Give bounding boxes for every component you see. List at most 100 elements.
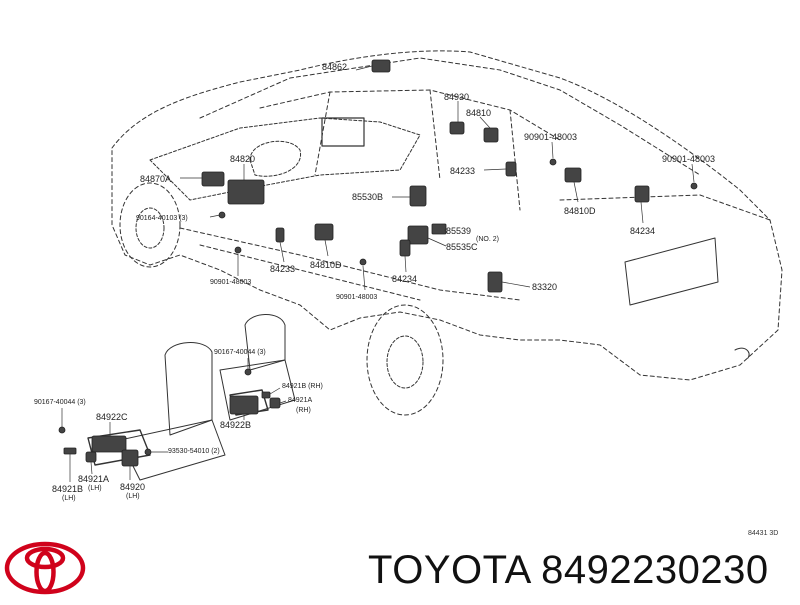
- label-84930: 84930: [444, 92, 470, 102]
- label-84233-r: 84233: [450, 166, 476, 176]
- toyota-logo-icon: [4, 541, 86, 595]
- label-84810D-l: 84810D: [310, 260, 342, 270]
- component-84233-r: [505, 161, 517, 177]
- screw-93530: [144, 448, 152, 456]
- label-90901-b: 90901-48003: [662, 154, 716, 164]
- leader-90901-a: [551, 141, 554, 159]
- screw-90167-b: [58, 426, 66, 434]
- component-84810D-r: [564, 167, 582, 183]
- front-wheel: [119, 182, 181, 268]
- component-84920: [121, 449, 139, 467]
- label-90901-a: 90901-48003: [524, 132, 578, 142]
- floor-line: [199, 244, 421, 301]
- screw-90167-a: [244, 368, 252, 376]
- leader-84234-r: [640, 201, 644, 224]
- label-84862: 84862: [322, 62, 348, 72]
- steering-wheel: [249, 140, 301, 177]
- roof-line: [199, 57, 701, 176]
- label-84234-r: 84234: [630, 226, 656, 236]
- component-84921B-rh: [261, 391, 271, 399]
- label-84921A-rh-side: (RH): [296, 407, 311, 414]
- rear-seat-cushion: [219, 359, 296, 421]
- label-90164: 90164-40103 (3): [136, 215, 188, 222]
- screw-90901-b: [690, 182, 698, 190]
- component-84921A-rh: [269, 397, 281, 409]
- leader-84862: [355, 65, 373, 71]
- component-84930: [449, 121, 465, 135]
- component-84233-l: [275, 227, 285, 243]
- leader-90901-d: [362, 265, 366, 291]
- leader-84233-l: [279, 241, 285, 263]
- rocker-panel: [179, 227, 521, 301]
- rear-seat-back: [244, 314, 286, 371]
- brand-part-number: TOYOTA 8492230230: [368, 548, 769, 592]
- leader-84810-top: [479, 116, 491, 129]
- label-84920-side: (LH): [126, 493, 140, 500]
- component-84810D-l: [314, 223, 334, 241]
- label-93530: 93530-54010 (2): [168, 448, 220, 455]
- label-84921A-lh: 84921A: [78, 474, 110, 484]
- leader-84921A-lh: [90, 461, 93, 475]
- component-84922B: [229, 395, 259, 415]
- label-83320: 83320: [532, 282, 558, 292]
- label-84921B-lh: 84921B: [52, 484, 84, 494]
- leader-84233-r: [483, 168, 507, 171]
- label-84810D-r: 84810D: [564, 206, 596, 216]
- diagram-code: 84431 3D: [748, 530, 779, 537]
- trunk-lid: [559, 194, 771, 221]
- label-84921A-rh: 84921A: [288, 397, 313, 404]
- leader-84234-l: [404, 255, 407, 273]
- component-84870A: [201, 171, 225, 187]
- leader-84810D-l: [324, 239, 329, 257]
- label-84921A-lh-side: (LH): [88, 485, 102, 492]
- rear-wheel: [366, 304, 444, 416]
- component-84862: [371, 59, 391, 73]
- leader-84921A-rh: [279, 400, 287, 404]
- screw-90901-c: [234, 246, 242, 254]
- component-84234-l: [399, 239, 411, 257]
- component-84921A-lh: [85, 451, 97, 463]
- screw-90901-a: [549, 158, 557, 166]
- component-85530B: [409, 185, 427, 207]
- label-90167-a: 90167-40044 (3): [214, 349, 266, 356]
- component-85535C: [407, 225, 429, 245]
- label-84234-l: 84234: [392, 274, 418, 284]
- rear-wheel-hub: [386, 335, 424, 389]
- label-85535C: 85535C: [446, 242, 478, 252]
- dashboard: [149, 117, 421, 201]
- component-84820: [227, 179, 265, 205]
- leader-84810D-r: [573, 181, 579, 203]
- label-84233-l: 84233: [270, 264, 296, 274]
- label-84810-top: 84810: [466, 108, 492, 118]
- component-83320: [487, 271, 503, 293]
- label-85539: 85539: [446, 226, 472, 236]
- window-line: [259, 89, 561, 141]
- label-84922C: 84922C: [96, 412, 128, 422]
- leader-90164: [209, 214, 221, 218]
- component-84922C: [91, 435, 127, 453]
- car-body-outline: [111, 50, 783, 381]
- label-85539-no: (NO. 2): [476, 236, 499, 243]
- leader-83320: [501, 281, 531, 288]
- pillar-line-3: [509, 109, 521, 211]
- label-85530B: 85530B: [352, 192, 384, 202]
- label-84920: 84920: [120, 482, 146, 492]
- pillar-line-2: [429, 89, 441, 181]
- label-84820: 84820: [230, 154, 256, 164]
- license-plate: [624, 237, 719, 306]
- leader-84921B-rh: [269, 387, 281, 395]
- component-84921B-lh: [63, 447, 77, 455]
- label-84870A: 84870A: [140, 174, 172, 184]
- exhaust: [734, 347, 750, 359]
- front-wheel-hub: [135, 207, 165, 249]
- screw-90901-d: [359, 258, 367, 266]
- label-84921B-lh-side: (LH): [62, 495, 76, 502]
- front-seat-cushion: [119, 419, 226, 481]
- component-84234-r: [634, 185, 650, 203]
- leader-90901-b: [691, 163, 695, 183]
- nav-screen: [321, 117, 365, 147]
- label-84921B-rh: 84921B (RH): [282, 383, 323, 390]
- leader-85535C: [427, 237, 447, 247]
